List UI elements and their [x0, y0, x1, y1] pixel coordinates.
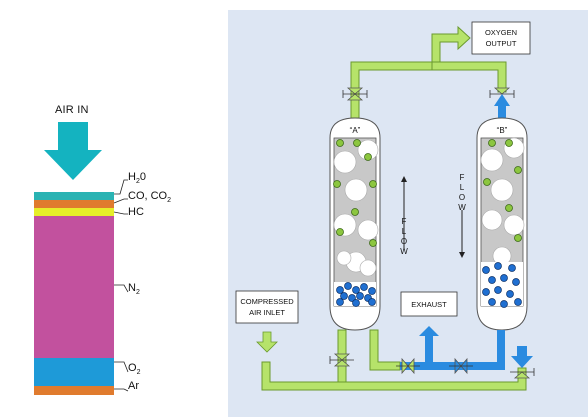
svg-text:O: O: [401, 237, 407, 246]
legend-co-co2: CO, CO2: [128, 190, 172, 205]
layer-ar: [34, 386, 114, 395]
vessel-b: [476, 117, 528, 331]
compressed-air-line1: COMPRESSED: [240, 297, 294, 306]
leader-hc: [113, 211, 128, 215]
valve-feed-a: [329, 353, 354, 367]
legend-o2: O2: [128, 362, 141, 377]
air-in-arrow-icon: [44, 122, 102, 180]
svg-text:F: F: [402, 217, 407, 226]
air-composition-panel: AIR IN H20 CO, CO2 HC N2 O2 Ar: [0, 0, 228, 417]
leader-n2: [114, 284, 129, 293]
inlet-down-arrow-icon: [256, 331, 278, 353]
air-in-label: AIR IN: [55, 104, 89, 116]
compressed-air-inlet-box: [235, 290, 299, 324]
vessel-b-down-arrow-icon: [511, 346, 533, 368]
air-feed-pipe: [261, 329, 527, 391]
oxygen-output-box: [471, 21, 531, 55]
valve-exhaust-b: [449, 357, 473, 375]
legend-ar: Ar: [128, 380, 139, 392]
svg-text:W: W: [400, 247, 408, 256]
svg-text:F: F: [460, 173, 465, 182]
valve-exhaust-a: [396, 358, 420, 374]
oxygen-flow-up-arrow-icon: [494, 94, 510, 118]
vessel-b-label: “B”: [497, 126, 508, 135]
layer-hc: [34, 208, 114, 216]
layer-o2: [34, 358, 114, 386]
exhaust-label: EXHAUST: [411, 300, 447, 309]
flow-a-label: F L O W: [400, 217, 408, 256]
psa-system-panel: OXYGEN OUTPUT: [228, 10, 588, 417]
vessel-a-exhaust-pipe: [369, 329, 401, 371]
layer-n2: [34, 216, 114, 358]
legend-hc: HC: [128, 206, 144, 218]
svg-text:L: L: [402, 227, 407, 236]
leader-ar: [114, 388, 129, 392]
svg-text:O: O: [459, 193, 465, 202]
layer-h2o: [34, 192, 114, 200]
valve-feed-b: [510, 368, 535, 379]
exhaust-pipe: [400, 326, 505, 370]
oxygen-output-pipe: [350, 25, 507, 119]
leader-co: [113, 198, 128, 204]
svg-text:L: L: [460, 183, 465, 192]
vessel-a-label: “A”: [350, 126, 361, 135]
psa-diagram: OXYGEN OUTPUT: [235, 21, 535, 391]
layer-co: [34, 200, 114, 208]
legend-h2o: H20: [128, 171, 146, 186]
composition-graphic: [34, 122, 129, 395]
compressed-air-line2: AIR INLET: [249, 308, 285, 317]
svg-text:W: W: [458, 203, 466, 212]
valve-output-a: [342, 87, 368, 101]
vessel-a: [329, 117, 381, 331]
leader-h2o: [114, 179, 128, 195]
legend-n2: N2: [128, 282, 140, 297]
exhaust-box: [400, 291, 458, 317]
oxygen-output-line2: OUTPUT: [486, 39, 517, 48]
flow-b-label: F L O W: [458, 173, 466, 212]
oxygen-output-line1: OXYGEN: [485, 28, 517, 37]
leader-o2: [114, 361, 129, 373]
